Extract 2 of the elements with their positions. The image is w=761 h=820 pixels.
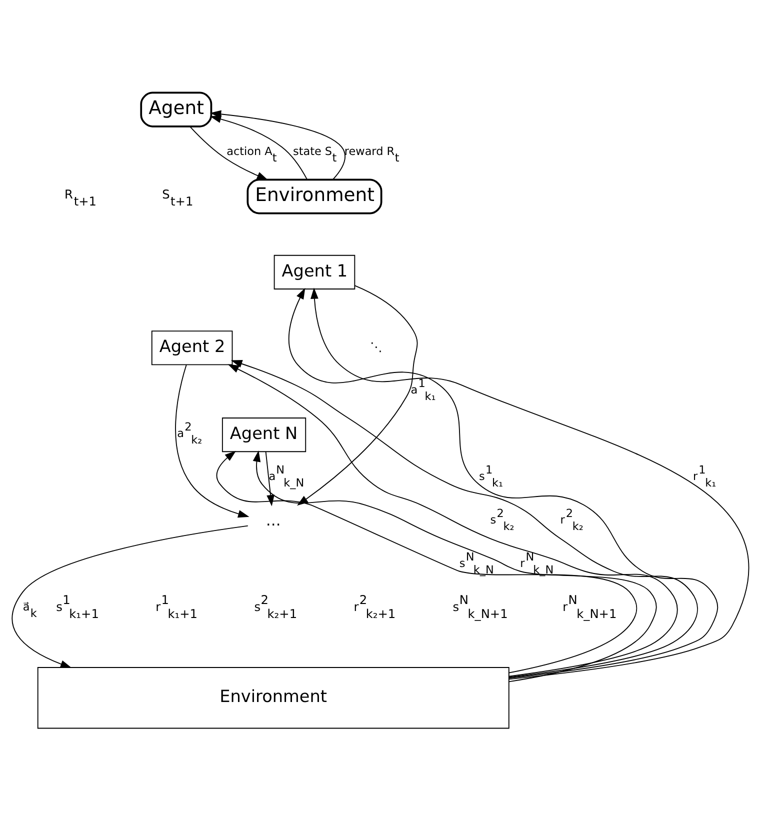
label: ⋱ [370,340,382,354]
node-text: … [266,510,281,529]
